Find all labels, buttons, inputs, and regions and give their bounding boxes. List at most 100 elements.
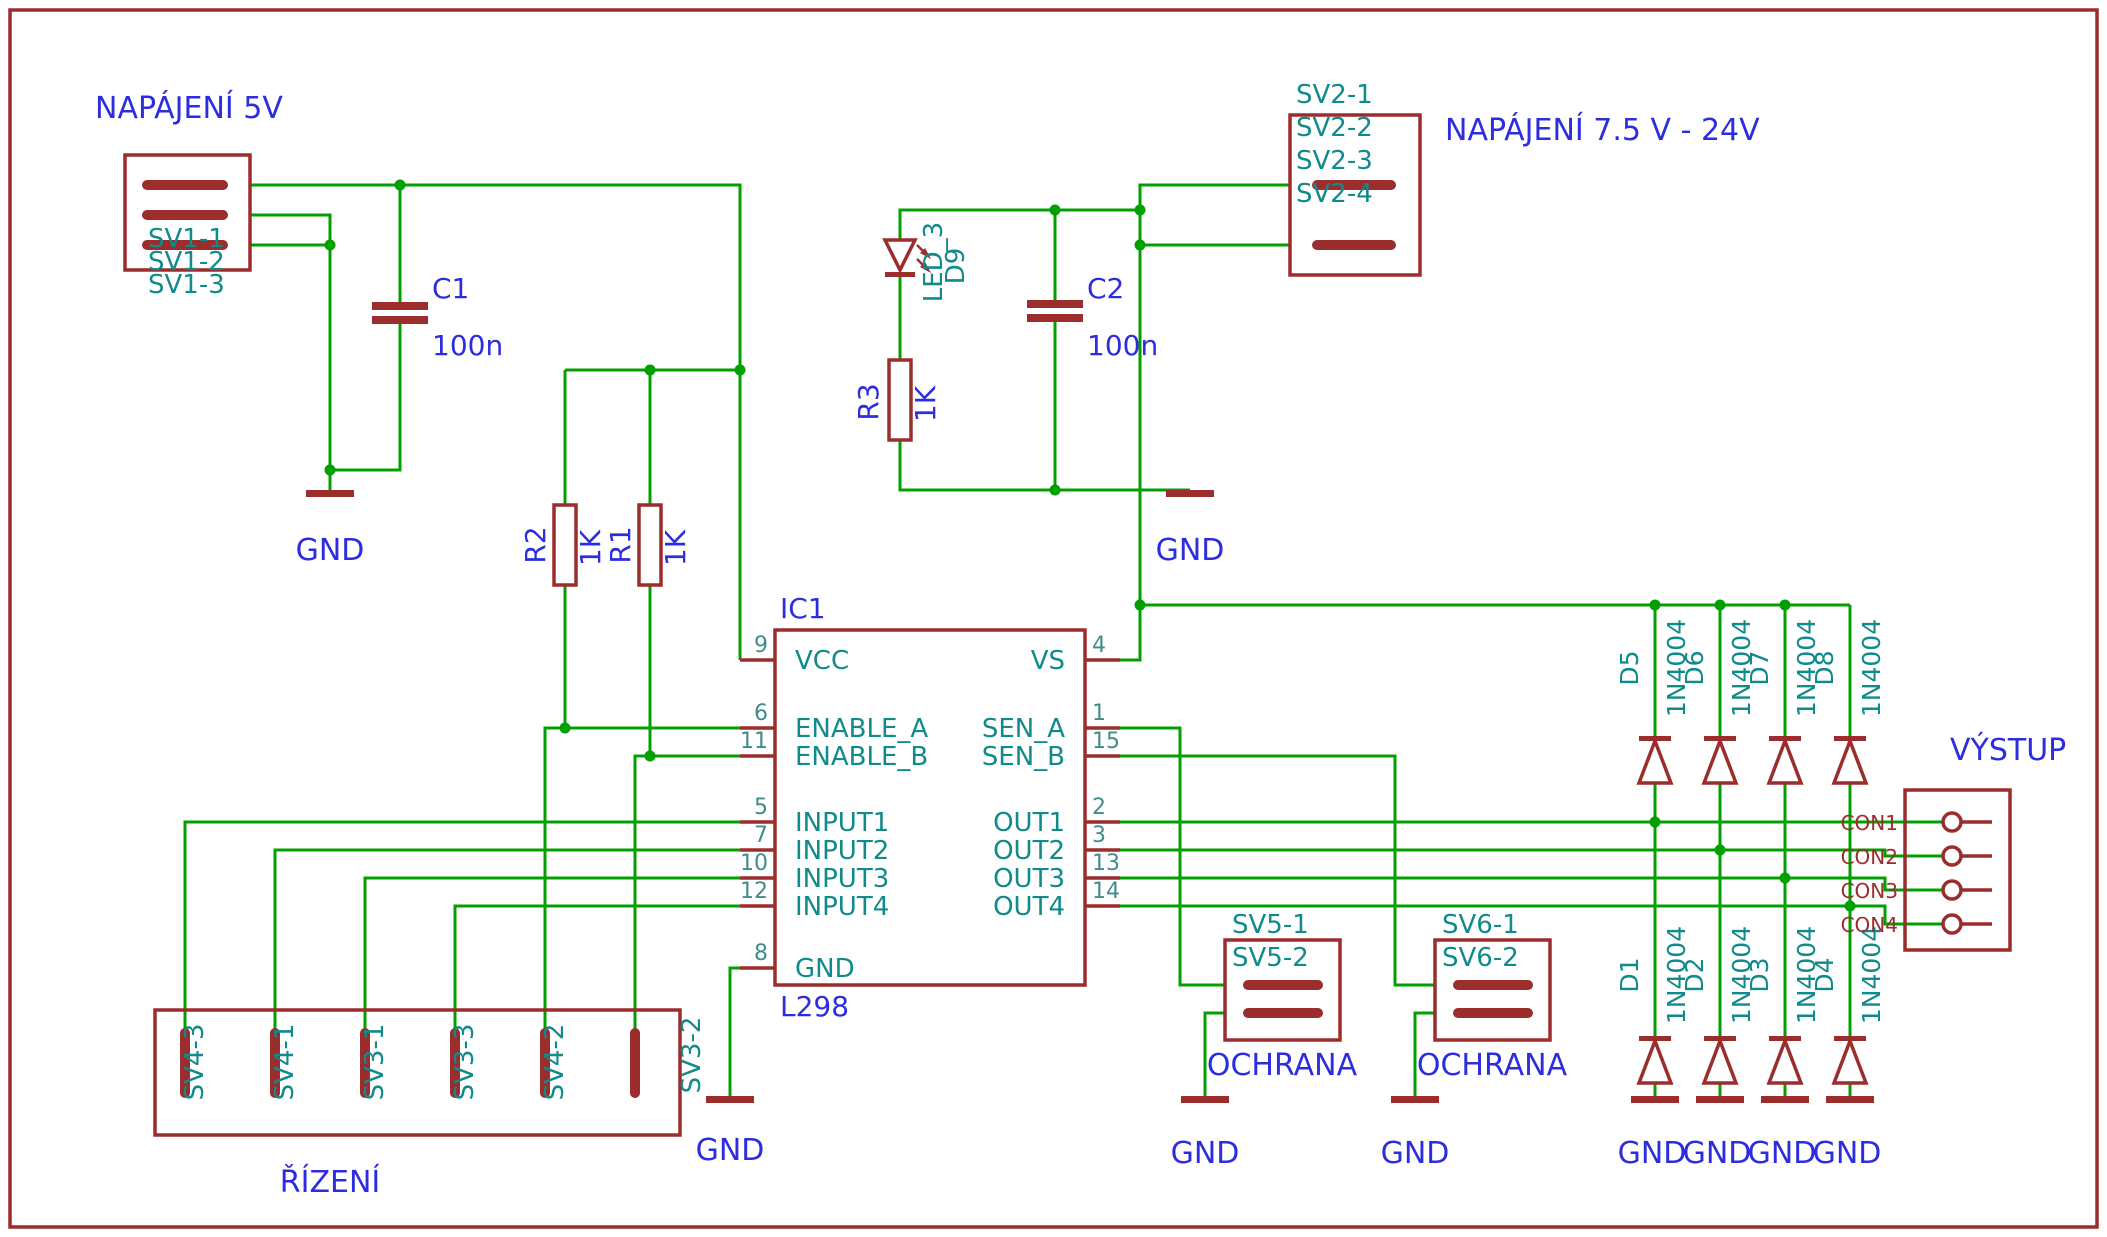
sv2-pin-label: SV2-4 [1296, 179, 1373, 209]
resistor-r1: R1 1K [604, 503, 692, 587]
gnd-symbol [1166, 490, 1214, 497]
ic-pin-name: INPUT2 [795, 836, 889, 866]
sv2-pin-label: SV2-3 [1296, 146, 1373, 176]
pin-number: 10 [740, 851, 768, 876]
pin-bar [450, 1028, 460, 1098]
diode-d3: D3 1N4004 GND [1745, 926, 1821, 1171]
ic-pin-name: OUT1 [993, 808, 1065, 838]
pin-number: 7 [754, 823, 768, 848]
part-name: D9 [941, 248, 971, 285]
resistor-r3: R3 1K [852, 358, 942, 442]
pin-bar [270, 1028, 280, 1098]
ic-pin-name: OUT4 [993, 892, 1065, 922]
power5-title: NAPÁJENÍ 5V [95, 90, 283, 126]
led-arrowhead [920, 248, 931, 259]
gnd-symbol [1761, 1096, 1809, 1103]
led-triangle [882, 238, 918, 274]
gnd-symbol [1631, 1096, 1679, 1103]
pin-bar [1243, 1008, 1323, 1018]
gnd-label: GND [1618, 1136, 1687, 1171]
sv2-pin-label: SV2-2 [1296, 113, 1373, 143]
ic-pin-name: VS [1031, 646, 1065, 676]
gnd-symbol [706, 1096, 754, 1103]
pin-number: 2 [1092, 795, 1106, 820]
control-pin-label: SV4-3 [180, 1024, 210, 1101]
sv1-pin-label: SV1-2 [148, 247, 225, 277]
pin-number: 8 [754, 941, 768, 966]
diode-d1: D1 1N4004 GND [1615, 926, 1691, 1171]
part-value: 1N4004 [1792, 619, 1821, 717]
sv2-box [1288, 113, 1422, 277]
part-value: 1N4004 [1662, 619, 1691, 717]
part-name: D6 [1680, 650, 1709, 685]
control-pin-label: SV3-2 [677, 1017, 707, 1094]
pin-number: 3 [1092, 823, 1106, 848]
part-name: D7 [1745, 650, 1774, 685]
gnd-label: GND [1748, 1136, 1817, 1171]
pin-number: 13 [1092, 851, 1120, 876]
diode-d5: D5 1N4004 [1615, 619, 1691, 785]
part-name: D1 [1615, 957, 1644, 992]
led-arrowhead [920, 262, 931, 273]
ic-pin-name: ENABLE_A [795, 714, 928, 744]
pin-number: 5 [754, 795, 768, 820]
gnd-symbol [1696, 1096, 1744, 1103]
ic-pin-name: SEN_A [982, 714, 1065, 744]
ic-pin-name: INPUT1 [795, 808, 889, 838]
resistor-body [887, 358, 913, 442]
sv6-box [1433, 938, 1552, 1042]
pin-bar [1243, 980, 1323, 990]
part-name: D8 [1810, 650, 1839, 685]
resistor-body [552, 503, 578, 587]
sv2-pin-label: SV2-1 [1296, 80, 1373, 110]
part-name: C1 [432, 272, 469, 305]
diode-matrix: D5 1N4004 D6 1N4004 D7 1N4004 D8 1N4004 … [1615, 619, 1886, 1171]
output-title: VÝSTUP [1950, 732, 2066, 768]
ochrana-title: OCHRANA [1207, 1048, 1358, 1083]
pin-bar [1312, 240, 1396, 250]
gnd-label: GND [1683, 1136, 1752, 1171]
gnd-symbol [1826, 1096, 1874, 1103]
diode-d4: D4 1N4004 GND [1810, 926, 1886, 1171]
ic-pin-name: ENABLE_B [795, 742, 928, 772]
con-pin-circle [1941, 879, 1963, 901]
part-name: D5 [1615, 650, 1644, 685]
control-pin-label: SV3-3 [450, 1024, 480, 1101]
gnd-label: GND [1156, 533, 1225, 568]
gnd-symbol [1181, 1096, 1229, 1103]
part-value: 1N4004 [1792, 926, 1821, 1024]
control-pin-label: SV3-1 [360, 1024, 390, 1101]
part-name: D4 [1810, 957, 1839, 992]
cap-plate [372, 316, 428, 324]
connector-sv6: SV6-1 SV6-2 OCHRANA GND [1381, 910, 1568, 1171]
resistor-body [637, 503, 663, 587]
connector-vystup: VÝSTUP CON1 CON2 CON3 CON4 [1841, 732, 2066, 952]
pin-number: 11 [740, 729, 768, 754]
cap-plate [1027, 300, 1083, 308]
schematic-border [8, 8, 2099, 1229]
sv1-pin-label: SV1-1 [148, 224, 225, 254]
connector-rizeni: SV4-3 SV4-1 SV3-1 SV3-3 SV4-2 SV3-2 ŘÍZE… [153, 1008, 707, 1200]
ic-pin-name: VCC [795, 646, 849, 676]
pin-bar [142, 240, 228, 250]
sv1-box [123, 153, 252, 272]
pin-bar [142, 180, 228, 190]
pin-bar [360, 1028, 370, 1098]
sv6-pin-label: SV6-2 [1442, 943, 1519, 973]
ic-pin-stubs [740, 658, 1120, 970]
part-value: L298 [780, 990, 849, 1023]
control-pin-label: SV4-1 [270, 1024, 300, 1101]
diode-d7: D7 1N4004 [1745, 619, 1821, 785]
pin-bar [630, 1028, 640, 1098]
sv5-pin-label: SV5-1 [1232, 910, 1309, 940]
ic-pin-name: INPUT3 [795, 864, 889, 894]
pin-number: 14 [1092, 879, 1120, 904]
gnd-label: GND [1813, 1136, 1882, 1171]
gnd-label: GND [296, 533, 365, 568]
pin-bar [1453, 980, 1533, 990]
part-value: 1N4004 [1727, 926, 1756, 1024]
sv1-pin-label: SV1-3 [148, 270, 225, 300]
part-name: R1 [604, 526, 637, 563]
part-value: 1N4004 [1662, 926, 1691, 1024]
